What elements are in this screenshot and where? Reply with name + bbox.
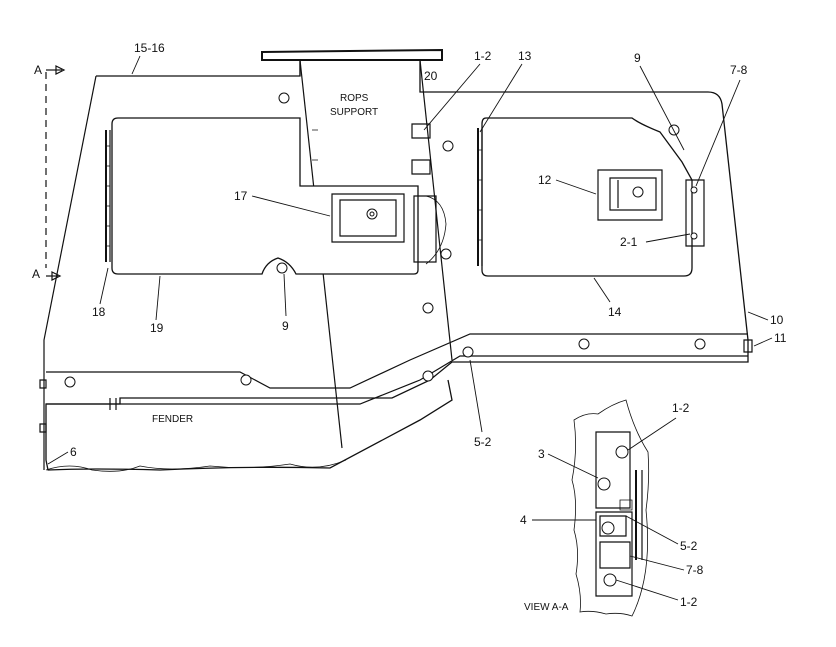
label-1-2-top: 1-2 [474,49,492,63]
rops-support-label-line1: ROPS [340,93,369,104]
rops-support-label-line2: SUPPORT [330,107,378,118]
callouts-main: 15-16 1-2 13 9 7-8 20 ROPS SUPPORT 17 12… [47,41,787,465]
label-9-top: 9 [634,51,641,65]
panel-bolts [39,92,753,433]
view-label-1-2-bottom: 1-2 [680,595,698,609]
label-13: 13 [518,49,532,63]
section-arrow-bottom-label: A [32,267,40,281]
label-10: 10 [770,313,784,327]
right-access-door [477,117,705,277]
view-label-7-8: 7-8 [686,563,704,577]
label-19: 19 [150,321,164,335]
section-arrow-top-label: A [34,63,42,77]
view-a-a-title: VIEW A-A [524,602,569,613]
label-14: 14 [608,305,622,319]
label-9-bottom: 9 [282,319,289,333]
left-access-door [105,117,419,275]
label-20: 20 [424,69,438,83]
label-2-1: 2-1 [620,235,638,249]
view-label-4: 4 [520,513,527,527]
section-line-a-a: A A [32,63,66,281]
view-label-3: 3 [538,447,545,461]
label-11: 11 [774,331,787,345]
label-6: 6 [70,445,77,459]
label-17: 17 [234,189,248,203]
label-7-8-top: 7-8 [730,63,748,77]
fender-label: FENDER [152,414,193,425]
label-12: 12 [538,173,552,187]
view-label-1-2-top: 1-2 [672,401,690,415]
view-a-a-detail: 1-2 3 4 5-2 7-8 1-2 VIEW A-A [520,399,704,617]
label-15-16: 15-16 [134,41,165,55]
label-5-2-main: 5-2 [474,435,492,449]
label-18: 18 [92,305,106,319]
view-label-5-2: 5-2 [680,539,698,553]
